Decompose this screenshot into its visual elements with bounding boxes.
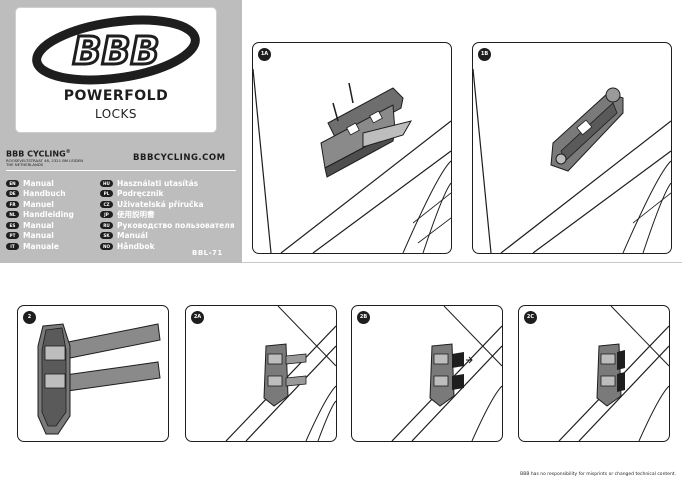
language-name: Håndbok <box>117 241 155 251</box>
step-badge: 1B <box>478 48 491 61</box>
step-badge: 2A <box>191 311 204 324</box>
language-code: NO <box>100 242 113 250</box>
language-code: JP <box>100 211 113 219</box>
language-item: CZ Uživatelská příručka <box>100 199 235 210</box>
fold-line <box>242 262 682 263</box>
language-code: DE <box>6 190 19 198</box>
language-code: SK <box>100 232 113 240</box>
model-number: BBL-71 <box>192 249 223 257</box>
website: BBBCYCLING.COM <box>133 153 226 163</box>
language-code: NL <box>6 211 19 219</box>
step-badge: 2 <box>23 311 36 324</box>
step-1b-panel: 1B <box>472 42 672 254</box>
language-name: Manual <box>23 178 54 188</box>
language-list-left: EN Manual DE Handbuch FR Manuel NL Handleidi… <box>6 178 74 252</box>
language-name: Manual <box>23 220 54 230</box>
strap-icon <box>57 323 161 393</box>
language-name: Használati utasítás <box>117 178 199 188</box>
company-address-line1: ROOSEVELTSTRAAT 46, 2321 BM LEIDEN <box>6 158 84 163</box>
disclaimer: BBB has no responsibility for misprints … <box>520 472 676 477</box>
language-code: ES <box>6 221 19 229</box>
language-name: Руководство пользователя <box>117 220 235 230</box>
language-item: PL Podręcznik <box>100 189 235 200</box>
language-code: HU <box>100 179 113 187</box>
language-name: Podręcznik <box>117 189 164 199</box>
language-code: FR <box>6 200 19 208</box>
language-item: IT Manuale <box>6 241 74 252</box>
language-code: EN <box>6 179 19 187</box>
cover-divider <box>6 170 236 171</box>
language-code: RU <box>100 221 113 229</box>
product-line: POWERFOLD <box>63 88 169 104</box>
brand-logo-card: BBB POWERFOLD LOCKS <box>16 8 216 132</box>
language-name: Manuál <box>117 231 148 241</box>
language-code: PT <box>6 232 19 240</box>
language-name: Handbuch <box>23 189 66 199</box>
language-item: SK Manuál <box>100 231 235 242</box>
language-item: HU Használati utasítás <box>100 178 235 189</box>
step-2a-panel: 2A <box>185 305 337 442</box>
step-2-panel: 2 <box>17 305 169 442</box>
step-badge: 1A <box>258 48 271 61</box>
step-2-illustration <box>37 323 161 435</box>
language-name: Manuale <box>23 241 59 251</box>
bbb-logo: BBB <box>32 15 200 85</box>
bracket-on-frame-icon <box>263 343 307 407</box>
step-1a-illustration <box>253 68 451 253</box>
language-name: Uživatelská příručka <box>117 199 204 209</box>
folded-lock-icon <box>550 87 624 172</box>
mount-bracket-icon <box>37 323 71 435</box>
strapped-bracket-icon <box>429 343 473 407</box>
language-item: NO Håndbok <box>100 241 235 252</box>
language-item: DE Handbuch <box>6 189 74 200</box>
step-2b-panel: 2B <box>351 305 503 442</box>
step-1b-illustration <box>473 68 671 253</box>
step-2a-illustration <box>225 306 336 441</box>
language-item: NL Handleiding <box>6 210 74 221</box>
company-name: BBB CYCLING® <box>6 149 71 159</box>
manual-cover: BBB POWERFOLD LOCKS BBB CYCLING® ROOSEVE… <box>0 0 242 263</box>
language-name: Handleiding <box>23 210 74 220</box>
language-code: CZ <box>100 200 113 208</box>
language-code: PL <box>100 190 113 198</box>
language-name: Manual <box>23 231 54 241</box>
product-type: LOCKS <box>94 107 138 121</box>
step-badge: 2B <box>357 311 370 324</box>
tightened-bracket-icon <box>596 343 625 407</box>
language-item: FR Manuel <box>6 199 74 210</box>
language-name: Manuel <box>23 199 54 209</box>
language-name: 使用説明書 <box>117 210 155 220</box>
step-1a-panel: 1A <box>252 42 452 254</box>
company-name-text: BBB CYCLING <box>6 149 66 159</box>
registered-mark: ® <box>65 149 71 155</box>
language-item: PT Manual <box>6 231 74 242</box>
lock-mount-icon <box>320 82 413 178</box>
language-item: EN Manual <box>6 178 74 189</box>
language-code: IT <box>6 242 19 250</box>
language-item: RU Руководство пользователя <box>100 220 235 231</box>
company-address-line2: THE NETHERLANDS <box>6 162 44 167</box>
language-list-right: HU Használati utasítás PL Podręcznik CZ Uži… <box>100 178 235 252</box>
language-item: JP 使用説明書 <box>100 210 235 221</box>
logo-text: BBB <box>73 29 160 73</box>
step-2c-illustration <box>558 306 669 441</box>
step-2b-illustration <box>391 306 502 441</box>
step-2c-panel: 2C <box>518 305 670 442</box>
step-badge: 2C <box>524 311 537 324</box>
language-item: ES Manual <box>6 220 74 231</box>
